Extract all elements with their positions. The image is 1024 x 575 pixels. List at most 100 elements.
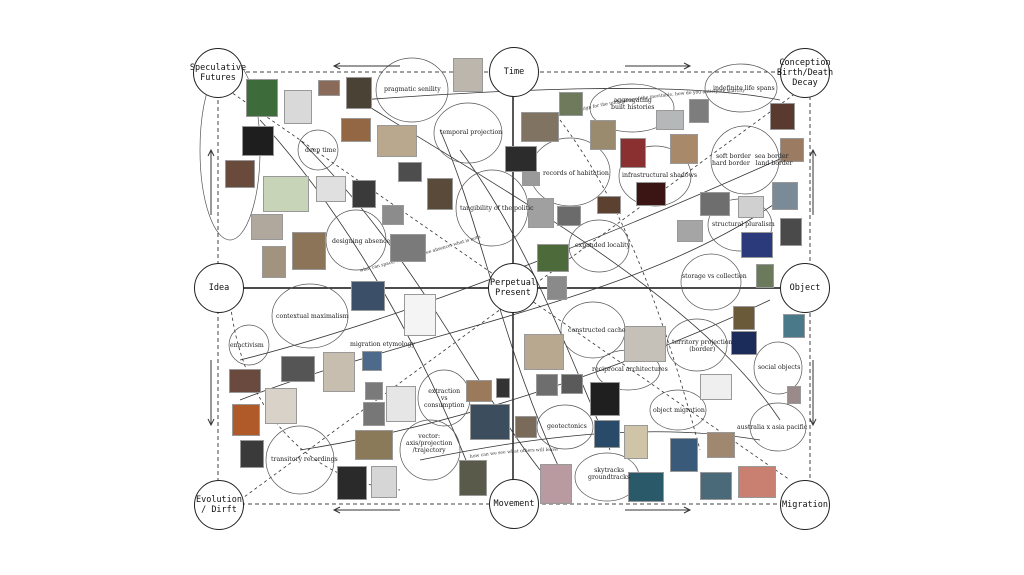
bubble <box>375 57 449 123</box>
label-social-objects: social objects <box>758 364 801 371</box>
bubble <box>325 209 387 271</box>
label-australia-x-asia-pacific: australia x asia pacific <box>737 424 808 431</box>
label-tangibility-of-the-politic: tangibility of the politic <box>460 205 534 212</box>
image-tile <box>382 205 404 225</box>
image-tile <box>700 374 732 400</box>
image-tile <box>398 162 422 182</box>
image-tile <box>561 374 583 394</box>
image-tile <box>783 314 805 338</box>
image-tile <box>262 246 286 278</box>
label-geotectonics: geotectonics <box>547 423 587 430</box>
image-tile <box>738 466 776 498</box>
node-migration: Migration <box>780 480 830 530</box>
image-tile <box>522 172 540 186</box>
node-movement: Movement <box>489 479 539 529</box>
image-tile <box>636 182 666 206</box>
image-tile <box>620 138 646 168</box>
image-tile <box>505 146 537 172</box>
bubble <box>649 389 707 431</box>
image-tile <box>741 232 773 258</box>
bubble <box>618 145 692 207</box>
node-object: Object <box>780 263 830 313</box>
label-designing-absence: designing absence <box>332 238 391 245</box>
curve-h <box>359 88 781 101</box>
image-tile <box>263 176 309 212</box>
image-tile <box>590 120 616 150</box>
image-tile <box>738 196 764 218</box>
image-tile <box>628 472 664 502</box>
image-tile <box>733 306 755 330</box>
image-tile <box>390 234 426 262</box>
image-tile <box>557 206 581 226</box>
label-deep-time: deep time <box>305 147 337 154</box>
image-tile <box>731 331 757 355</box>
label-aggregating-built-histories: aggregating built histories <box>611 97 655 111</box>
image-tile <box>700 472 732 500</box>
label-constructed-cache: constructed cache <box>568 327 626 334</box>
image-tile <box>362 351 382 371</box>
image-tile <box>281 356 315 382</box>
label-soft-border: soft border sea border hard border land … <box>712 153 793 167</box>
bubble <box>271 283 349 349</box>
image-tile <box>536 374 558 396</box>
curve-b <box>259 119 471 471</box>
image-tile <box>656 110 684 130</box>
image-tile <box>780 138 804 162</box>
bubble <box>749 402 807 452</box>
bubble <box>228 324 270 366</box>
image-tile <box>559 92 583 116</box>
node-perpetual-present: Perpetual Present <box>488 263 538 313</box>
bubble <box>704 63 778 113</box>
label-storage-vs-collection: storage vs collection <box>682 273 747 280</box>
image-tile <box>700 192 730 216</box>
image-tile <box>756 264 774 288</box>
curve-j <box>559 119 701 451</box>
label-object-migration: object migration <box>653 407 705 414</box>
label-skytracks-groundtracks: skytracks groundtracks <box>588 467 631 481</box>
label-territory-projection: territory projection (border) <box>672 339 733 353</box>
image-tile <box>689 99 709 123</box>
image-tile <box>597 196 621 214</box>
bubble <box>265 425 335 495</box>
image-tile <box>337 466 367 500</box>
image-tile <box>351 281 385 311</box>
image-tile <box>670 134 698 164</box>
label-reciprocal-architectures: reciprocal architectures <box>592 366 668 373</box>
image-tile <box>323 352 355 392</box>
image-tile <box>365 382 383 400</box>
node-idea: Idea <box>194 263 244 313</box>
label-expanded-locality: expanded locality <box>575 242 631 249</box>
image-tile <box>528 198 554 228</box>
image-tile <box>677 220 703 242</box>
node-time: Time <box>489 47 539 97</box>
image-tile <box>540 464 572 504</box>
image-tile <box>453 58 483 92</box>
bubble <box>589 83 675 133</box>
image-tile <box>346 77 372 109</box>
image-tile <box>496 378 510 398</box>
image-tile <box>524 334 564 370</box>
bubble <box>568 219 630 273</box>
curve-e <box>239 199 781 401</box>
image-tile <box>284 90 312 124</box>
label-infrastructural-shadows: infrastructural shadows <box>622 172 698 179</box>
image-tile <box>363 402 385 426</box>
image-tile <box>787 386 801 404</box>
label-enactivism: enactivism <box>230 342 264 349</box>
image-tile <box>521 112 559 142</box>
image-tile <box>624 326 666 362</box>
label-indefinite-life-spans: indefinite life spans <box>713 85 775 92</box>
label-structural-pluralism: structural pluralism <box>712 221 775 228</box>
label-pragmatic-senility: pragmatic senility <box>384 86 441 93</box>
bubble <box>680 253 742 311</box>
label-temporal-projection: temporal projection <box>440 129 503 136</box>
image-tile <box>229 369 261 393</box>
image-tile <box>318 80 340 96</box>
image-tile <box>240 440 264 468</box>
image-tile <box>404 294 436 336</box>
image-tile <box>232 404 260 436</box>
bubble <box>399 419 461 481</box>
bubble <box>536 404 594 450</box>
curve-c <box>349 94 781 421</box>
